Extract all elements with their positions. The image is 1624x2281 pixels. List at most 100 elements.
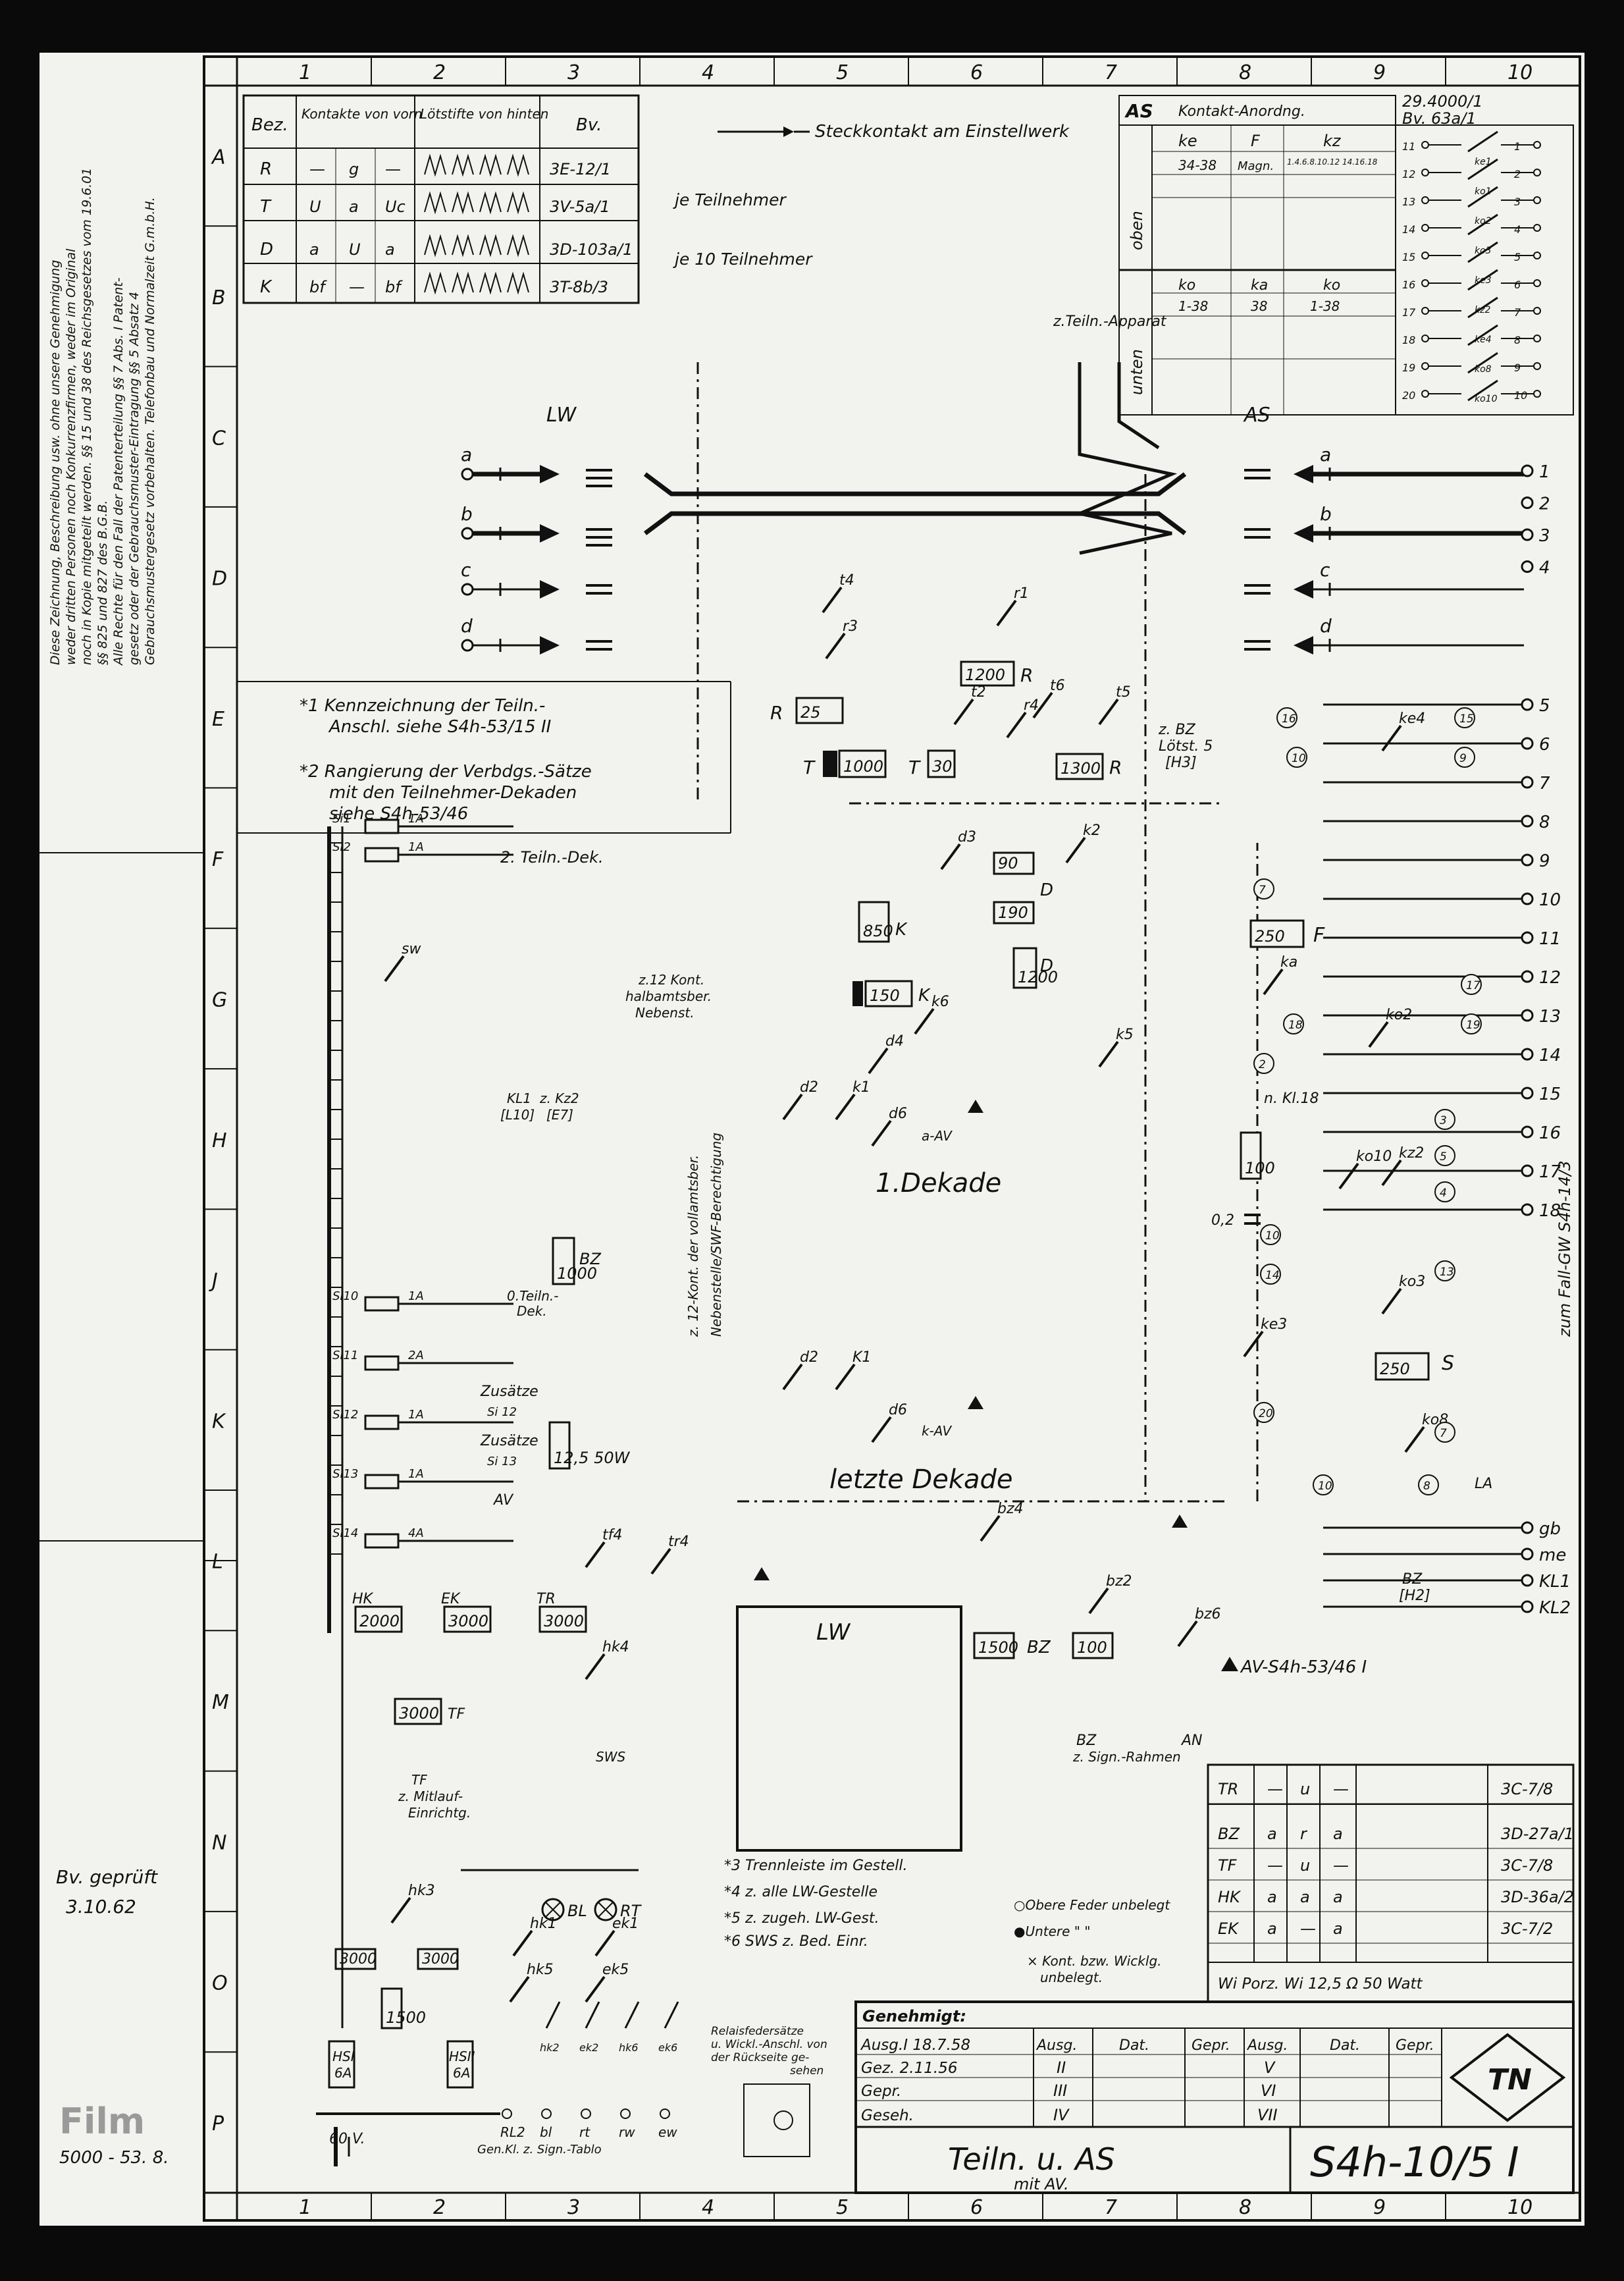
row-label: K xyxy=(212,1410,226,1433)
ausg-III: III xyxy=(1053,2081,1067,2100)
fuse-id: Si10 xyxy=(332,1289,358,1303)
note-1b: Anschl. siehe S4h-53/15 II xyxy=(328,717,551,737)
contact-blade xyxy=(980,1515,1001,1542)
spring-terminal xyxy=(1421,224,1429,232)
contact-blade xyxy=(585,1541,606,1569)
bv-b: r xyxy=(1300,1825,1308,1843)
contact-blade xyxy=(822,586,843,614)
contact-blade xyxy=(1098,698,1119,726)
spring-terminal xyxy=(1533,335,1541,342)
resistor-100 xyxy=(1240,1131,1262,1180)
contact-label: tf4 xyxy=(602,1527,622,1543)
label-0teiln: 0.Teiln.- xyxy=(507,1288,559,1304)
tn-logo-text: TN xyxy=(1488,2063,1532,2097)
contact-blade xyxy=(594,1929,616,1957)
terminal-circle xyxy=(1521,737,1534,750)
contact-label: K1 xyxy=(852,1349,871,1366)
arrow-icon xyxy=(540,580,560,599)
spring-number: 10 xyxy=(1514,389,1527,402)
relay-S-coil xyxy=(1375,1352,1430,1381)
film-code: 5000 - 53. 8. xyxy=(59,2148,169,2168)
cell-k: a xyxy=(385,240,395,259)
row-label: L xyxy=(212,1551,223,1574)
line-label: a xyxy=(1320,444,1331,466)
spring-number: 8 xyxy=(1514,334,1521,346)
label-si13: Si 13 xyxy=(487,1455,517,1468)
numbered-circle-label: 10 xyxy=(1292,752,1306,765)
contact-blade xyxy=(1381,724,1402,752)
approval-gez: Gez. 2.11.56 xyxy=(861,2060,957,2077)
bv-name: HK xyxy=(1218,1888,1242,1906)
fuse-value: 4A xyxy=(408,1526,424,1540)
spring-number: 1 xyxy=(1514,140,1521,153)
head-ausg2: Ausg. xyxy=(1246,2037,1288,2054)
terminal-number: 5 xyxy=(1539,696,1550,716)
terminal-circle xyxy=(1521,970,1534,983)
copyright-note: Diese Zeichnung, Beschreibung usw. ohne … xyxy=(48,168,157,666)
label-zkz2: z. Kz2 xyxy=(539,1090,579,1106)
head-gepr2: Gepr. xyxy=(1396,2037,1434,2054)
terminal-number: 18 xyxy=(1539,1201,1561,1221)
contact-blade xyxy=(1381,1159,1402,1187)
title-name: Teiln. u. AS xyxy=(948,2141,1115,2177)
approval-title: Genehmigt: xyxy=(862,2007,966,2026)
terminal-circle xyxy=(1521,1048,1534,1061)
spring-terminal xyxy=(1421,335,1429,342)
coil-value: 1000 xyxy=(843,757,883,776)
coil-value: 3000 xyxy=(399,1704,439,1723)
fuse-id: Si14 xyxy=(332,1526,358,1540)
coil-value: 3000 xyxy=(448,1612,488,1630)
numbered-circle xyxy=(1454,707,1475,728)
spring-contact xyxy=(1467,352,1498,374)
spring-terminal xyxy=(1421,196,1429,204)
lw-box-label: LW xyxy=(816,1619,851,1646)
lamp-icon xyxy=(594,1898,617,1921)
fuse-value: 1A xyxy=(408,1408,424,1422)
terminal-strip: 123456789101112131415161718gbmeKL1KL2zum… xyxy=(1323,462,1574,1618)
fall-gw-label: zum Fall-GW S4h-14/3 xyxy=(1556,1160,1574,1337)
head-ausg: Ausg. xyxy=(1035,2037,1077,2054)
terminal-circle xyxy=(581,2108,591,2119)
relay-K-label: K xyxy=(918,986,931,1006)
steckkontakt-legend: Steckkontakt am Einstellwerk xyxy=(718,122,1070,142)
contact-blade xyxy=(509,1975,530,2003)
contact-blade xyxy=(664,2001,679,2029)
ausg-VII: VII xyxy=(1257,2106,1278,2124)
footnote-kont2: unbelegt. xyxy=(1040,1970,1103,1985)
row-label: M xyxy=(212,1691,229,1714)
terminal-number: 16 xyxy=(1539,1123,1561,1143)
contact-blade xyxy=(871,1119,892,1147)
contact-label: r1 xyxy=(1014,585,1029,602)
line-terminal xyxy=(461,468,474,481)
spring-number: 13 xyxy=(1402,196,1415,208)
contact-blade xyxy=(825,632,846,660)
column-label: 3 xyxy=(567,2196,580,2219)
terminal-number: gb xyxy=(1539,1519,1561,1539)
contact-label: ke3 xyxy=(1261,1316,1287,1333)
lw-detail-box: LW xyxy=(736,1605,962,1852)
as-col-ke: ke xyxy=(1178,132,1197,150)
spring-terminal xyxy=(1421,252,1429,259)
lw-label: LW xyxy=(546,404,577,427)
label-k-av: k-AV xyxy=(922,1423,952,1439)
lamp-label: RT xyxy=(620,1902,642,1920)
bv-name: TR xyxy=(1218,1780,1238,1798)
label-tf: TF xyxy=(411,1772,427,1788)
contact-label: d4 xyxy=(885,1033,904,1050)
contact-label: sw xyxy=(402,941,421,957)
spring-symbol xyxy=(424,191,446,215)
numbered-circle xyxy=(1434,1109,1455,1130)
contact-label: ko3 xyxy=(1475,246,1492,256)
bv-b: u xyxy=(1300,1780,1310,1798)
spring-number: 16 xyxy=(1402,279,1415,291)
label-la: LA xyxy=(1475,1476,1492,1492)
spring-number: 11 xyxy=(1402,140,1415,153)
contact-label: hk4 xyxy=(602,1639,629,1655)
arrow-icon xyxy=(540,636,560,655)
row-label: O xyxy=(212,1972,228,1995)
note-je-10-teilnehmer: je 10 Teilnehmer xyxy=(673,250,813,269)
header-bez: Bez. xyxy=(251,115,288,135)
contact-label: k1 xyxy=(852,1079,870,1096)
